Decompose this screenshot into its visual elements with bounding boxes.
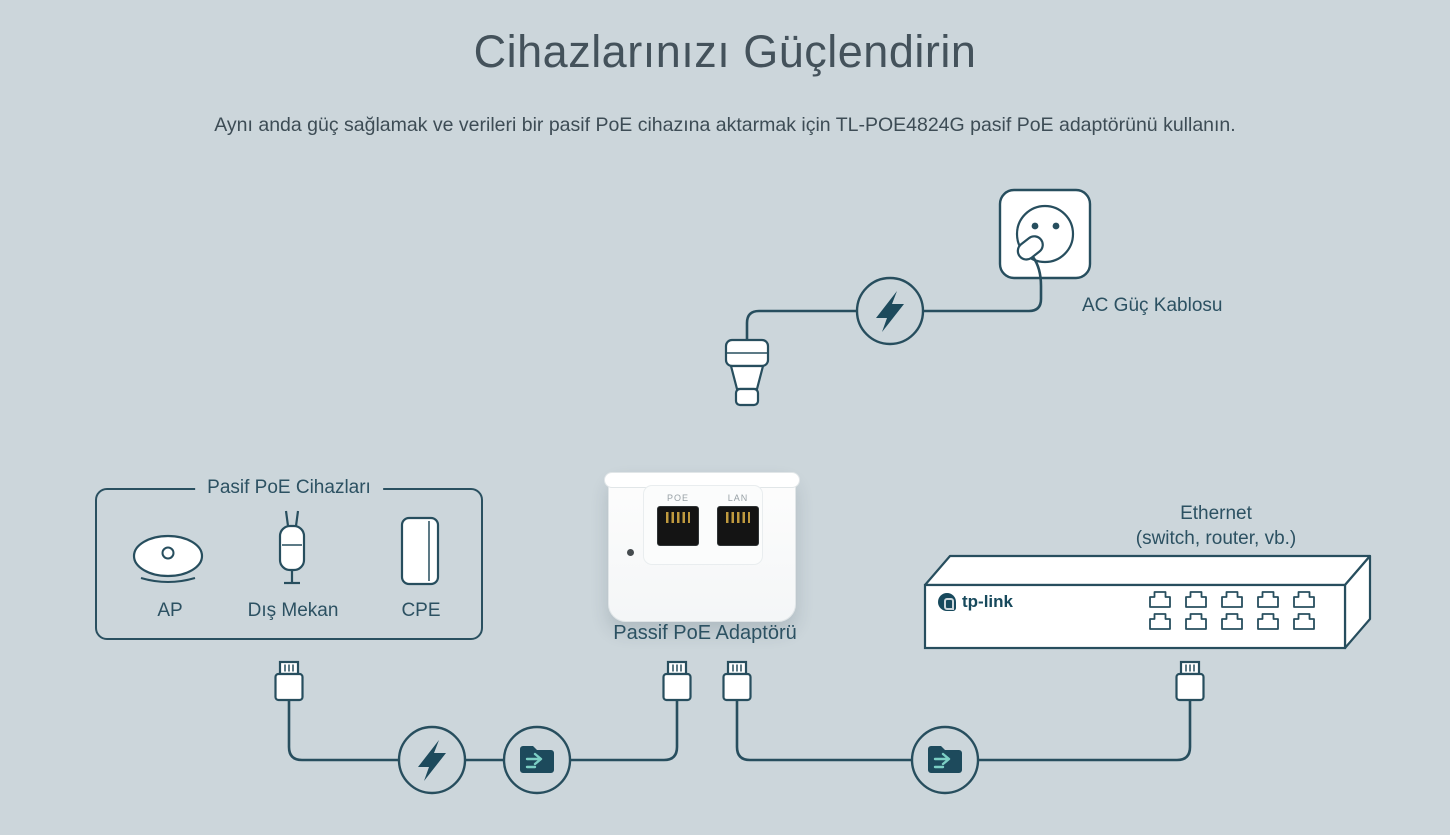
adapter-poe-port-group: POE <box>657 493 699 546</box>
lan-port-jack <box>717 506 759 546</box>
ac-power-cable-label: AC Güç Kablosu <box>1082 295 1223 316</box>
ethernet-switch-icon <box>923 554 1372 650</box>
adapter-lan-port-group: LAN <box>717 493 759 546</box>
power-lightning-icon-top <box>855 276 925 346</box>
poe-adapter-device: POE LAN <box>604 472 800 622</box>
adapter-label: Passif PoE Adaptörü <box>613 622 797 644</box>
ac-wall-socket-icon <box>998 188 1092 287</box>
poe-port-jack <box>657 506 699 546</box>
rj45-connector-poe-devices <box>274 660 304 702</box>
rj45-connector-adapter-poe <box>662 660 692 702</box>
poe-devices-box: Pasif PoE Cihazları AP Dış Mekan CPE <box>95 477 483 640</box>
tp-link-logo: tp-link <box>938 592 1013 612</box>
page-subtitle: Aynı anda güç sağlamak ve verileri bir p… <box>214 114 1236 136</box>
folder-transfer-icon-left <box>502 725 572 795</box>
poe-device-label-outdoor: Dış Mekan <box>247 600 339 621</box>
tp-link-logo-text: tp-link <box>962 592 1013 611</box>
outdoor-device-icon <box>278 510 306 585</box>
folder-transfer-icon-right <box>910 725 980 795</box>
page-title: Cihazlarınızı Güçlendirin <box>473 26 977 77</box>
cpe-icon <box>400 516 440 586</box>
poe-devices-box-title: Pasif PoE Cihazları <box>195 477 383 499</box>
rj45-connector-adapter-lan <box>722 660 752 702</box>
poe-cable-line <box>287 700 679 762</box>
power-lightning-icon-bottom <box>397 725 467 795</box>
ethernet-label-line2: (switch, router, vb.) <box>1135 528 1297 549</box>
tp-link-logo-icon <box>938 593 956 611</box>
poe-device-label-ap: AP <box>157 600 183 621</box>
access-point-icon <box>132 534 204 583</box>
adapter-led-icon <box>627 549 634 556</box>
ethernet-label-line1: Ethernet <box>1180 503 1252 524</box>
poe-port-label: POE <box>666 493 689 503</box>
iec-power-plug-icon <box>724 338 770 407</box>
lan-port-label: LAN <box>727 493 749 503</box>
rj45-connector-switch <box>1175 660 1205 702</box>
poe-device-label-cpe: CPE <box>401 600 441 621</box>
ethernet-label: Ethernet (switch, router, vb.) <box>1136 501 1297 551</box>
